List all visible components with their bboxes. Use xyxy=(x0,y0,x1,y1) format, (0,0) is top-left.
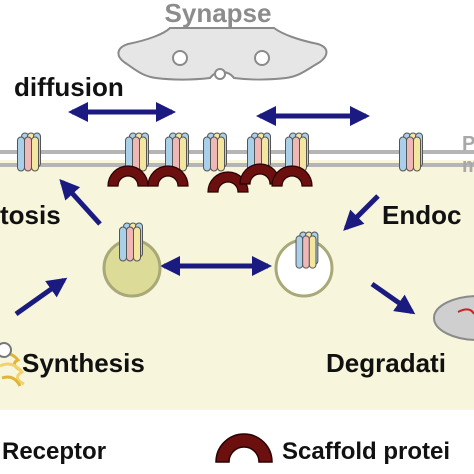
exocytosis-arrow xyxy=(59,179,102,226)
scaffold-proteins xyxy=(107,163,313,193)
synthesis-label: Synthesis xyxy=(22,348,145,378)
receptor-icon xyxy=(165,132,189,172)
receptor-icon xyxy=(17,132,41,172)
degradation-fragment xyxy=(457,308,474,315)
receptor-icon xyxy=(203,132,227,172)
synaptic-vesicle-bottom xyxy=(214,68,226,80)
synaptic-vesicle-right xyxy=(254,50,270,66)
membrane-label-line1: P xyxy=(462,133,474,155)
exocytosis-label: tosis xyxy=(0,200,61,230)
receptor-icon xyxy=(285,132,309,172)
endocytosis-arrow xyxy=(343,194,380,231)
legend-scaffold-label: Scaffold protei xyxy=(282,438,450,465)
receptor-icon xyxy=(399,132,423,172)
legend-scaffold-icon xyxy=(215,433,273,463)
synaptic-vesicle-left xyxy=(172,50,188,66)
vesicle-receptors xyxy=(119,222,319,269)
legend: Receptor Scaffold protei xyxy=(2,433,450,465)
synthesis-source xyxy=(0,342,25,387)
degradation-organelle xyxy=(433,295,474,341)
legend-receptor-label: Receptor xyxy=(2,438,106,465)
scaffold-protein-icon xyxy=(271,165,313,187)
receptor-icon xyxy=(125,132,149,172)
synthesis-arrow xyxy=(14,277,68,317)
endocytosis-label: Endoc xyxy=(382,200,461,230)
scaffold-protein-icon xyxy=(207,171,249,193)
degradation-arrow xyxy=(370,281,416,315)
receptor-icon xyxy=(119,222,143,262)
degradation-label: Degradati xyxy=(326,348,446,378)
diffusion-label: diffusion xyxy=(14,72,124,102)
membrane-receptors xyxy=(17,132,423,172)
scaffold-protein-icon xyxy=(147,165,189,187)
receptor-icon xyxy=(295,231,319,269)
membrane-label-line2: m xyxy=(462,155,474,177)
synapse-label: Synapse xyxy=(165,0,272,28)
